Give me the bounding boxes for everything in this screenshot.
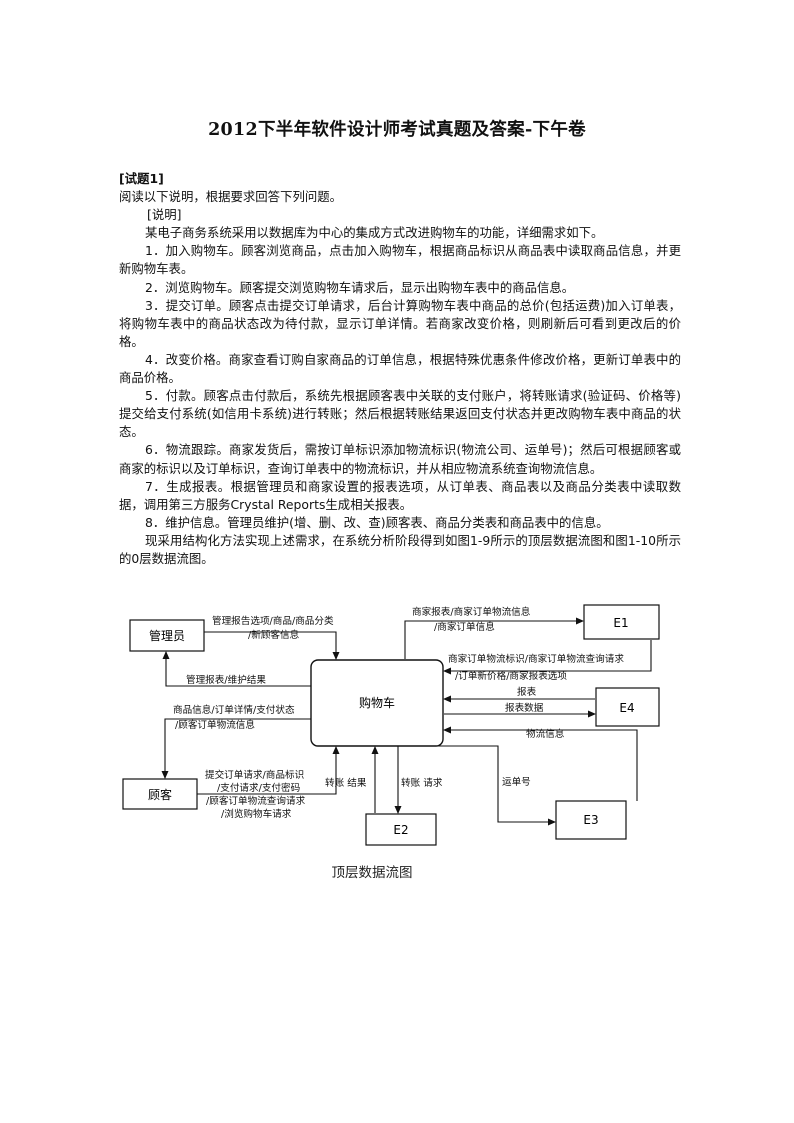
entity-e1: [583, 604, 660, 640]
entity-e3-label: E3: [583, 813, 598, 827]
flow-label: 管理报表/维护结果: [186, 674, 266, 686]
requirement-item: 4．改变价格。商家查看订购自家商品的订单信息，根据特殊优惠条件修改价格，更新订单…: [119, 351, 681, 386]
flow-label: /商家订单信息: [434, 621, 495, 633]
context-dataflow-diagram: 购物车 管理员 顾客 E1 E4 E2 E3: [122, 604, 660, 881]
paragraph: 某电子商务系统采用以数据库为中心的集成方式改进购物车的功能，详细需求如下。: [145, 225, 604, 241]
process-label: 购物车: [359, 695, 395, 710]
requirement-item: 7．生成报表。根据管理员和商家设置的报表选项，从订单表、商品表以及商品分类表中读…: [119, 478, 681, 512]
flow-e3-waybill: [434, 745, 556, 826]
entity-admin-label: 管理员: [149, 628, 185, 643]
flow-customer-to-process: [197, 746, 340, 795]
flow-label: /支付请求/支付密码: [217, 782, 301, 794]
note-heading: [说明]: [147, 207, 182, 223]
flow-label: 商家报表/商家订单物流信息: [412, 606, 531, 618]
flow-label: /浏览购物车请求: [221, 808, 292, 820]
question-text: [试题1] 阅读以下说明，根据要求回答下列问题。 [说明] 某电子商务系统采用以…: [119, 170, 681, 568]
flow-process-to-admin: [162, 651, 311, 687]
entity-e4: [595, 687, 660, 727]
section-heading: [试题1]: [119, 171, 164, 186]
flow-label: 报表: [517, 686, 537, 698]
requirement-item: 8．维护信息。管理员维护(增、删、改、查)顾客表、商品分类表和商品表中的信息。: [145, 514, 609, 530]
flow-label: 商品信息/订单详情/支付状态: [173, 704, 295, 716]
flow-label: 商家订单物流标识/商家订单物流查询请求: [448, 653, 624, 665]
flow-admin-to-process: [204, 631, 340, 660]
flow-label: /顾客订单物流信息: [175, 719, 255, 731]
requirement-item: 5．付款。顾客点击付款后，系统先根据顾客表中关联的支付账户，将转账请求(验证码、…: [119, 388, 681, 440]
entity-e4-label: E4: [619, 701, 634, 715]
flow-label: 报表数据: [505, 702, 544, 714]
flow-process-to-e1: [404, 617, 584, 659]
requirement-item: 1．加入购物车。顾客浏览商品，点击加入购物车，根据商品标识从商品表中读取商品信息…: [119, 243, 681, 277]
entity-e3: [555, 800, 627, 840]
paragraph: 现采用结构化方法实现上述需求，在系统分析阶段得到如图1-9所示的顶层数据流图和图…: [119, 532, 681, 566]
entity-e2-label: E2: [393, 823, 408, 837]
flow-e1-to-process: [443, 640, 652, 675]
diagram-caption: 顶层数据流图: [332, 865, 413, 881]
entity-e1-label: E1: [613, 616, 628, 630]
flow-label: 运单号: [502, 776, 531, 788]
flow-label: /订单新价格/商家报表选项: [455, 670, 567, 682]
flow-e3-logistics: [443, 726, 638, 801]
requirement-item: 2．浏览购物车。顾客提交浏览购物车请求后，显示出购物车表中的商品信息。: [145, 279, 575, 295]
flow-label: 提交订单请求/商品标识: [205, 769, 305, 781]
requirement-item: 6．物流跟踪。商家发货后，需按订单标识添加物流标识(物流公司、运单号)；然后可根…: [119, 442, 681, 476]
entity-e2: [365, 813, 437, 846]
intro-line: 阅读以下说明，根据要求回答下列问题。: [119, 189, 343, 205]
flow-label: /顾客订单物流查询请求: [206, 795, 306, 807]
flow-label: 转账 请求: [401, 777, 443, 789]
requirement-item: 3．提交订单。顾客点击提交订单请求，后台计算购物车表中商品的总价(包括运费)加入…: [119, 297, 681, 349]
flow-process-to-customer: [161, 718, 311, 779]
flow-label: 物流信息: [526, 728, 565, 740]
flow-label: 转账 结果: [325, 777, 367, 789]
flow-label: /新顾客信息: [248, 629, 300, 641]
entity-customer-label: 顾客: [148, 787, 172, 802]
flow-label: 管理报告选项/商品/商品分类: [212, 615, 334, 627]
document-title: 2012下半年软件设计师考试真题及答案-下午卷: [208, 120, 586, 140]
